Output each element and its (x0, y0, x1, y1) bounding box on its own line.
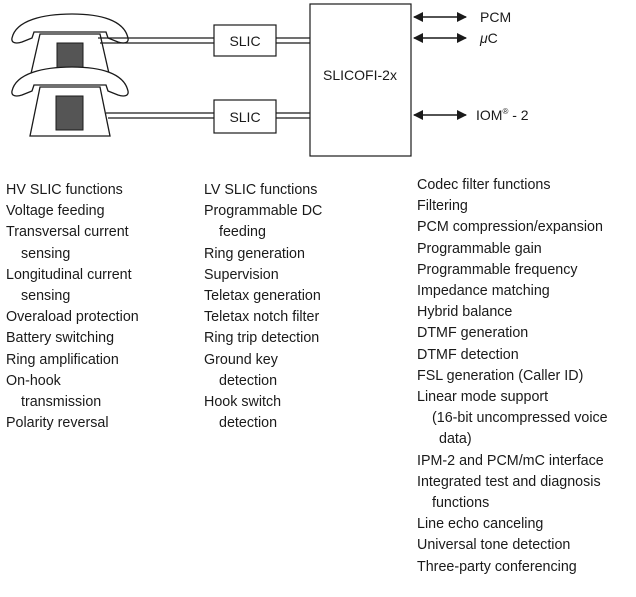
function-item: Universal tone detection (417, 537, 571, 554)
function-item: Impedance matching (417, 283, 550, 300)
function-item: Polarity reversal (6, 415, 109, 432)
function-item: FSL generation (Caller ID) (417, 367, 584, 384)
slic-box-bottom (213, 99, 277, 134)
function-item: Linear mode support (417, 389, 549, 406)
function-item: Longitudinal current (6, 266, 132, 283)
function-item: DTMF generation (417, 325, 529, 342)
function-item: Programmable DC (204, 203, 323, 220)
function-item: Teletax notch filter (204, 309, 320, 326)
function-item: Battery switching (6, 330, 115, 347)
function-item-continuation: (16-bit uncompressed voice (432, 410, 608, 427)
function-item: IPM-2 and PCM/mC interface (417, 452, 604, 469)
telephone-icon (11, 66, 129, 137)
slicofi-label: SLICOFI-2x (323, 67, 397, 83)
function-item: Ring amplification (6, 351, 119, 368)
function-item-continuation: feeding (219, 224, 266, 241)
function-item: Teletax generation (204, 288, 321, 305)
function-item-continuation: data) (439, 431, 472, 448)
iom-label: IOM® - 2 (476, 107, 529, 123)
function-item-continuation: functions (432, 495, 490, 512)
function-item: Transversal current (6, 224, 129, 241)
slic-box-top (213, 24, 277, 57)
function-item: Hybrid balance (417, 304, 513, 321)
codec-functions-title: Codec filter functions (417, 177, 551, 193)
uc-label: μC (479, 30, 498, 46)
function-item: Hook switch (204, 394, 282, 411)
lv-functions-title: LV SLIC functions (204, 182, 318, 198)
function-item: Ring generation (204, 245, 305, 262)
function-item: Voltage feeding (6, 203, 105, 220)
function-item: On-hook (6, 372, 61, 389)
function-item: Three-party conferencing (417, 558, 577, 575)
slic-bottom-label: SLIC (229, 109, 260, 125)
hv-functions-title: HV SLIC functions (6, 182, 123, 198)
slicofi-box (309, 3, 412, 157)
slic-top-label: SLIC (229, 33, 260, 49)
function-item-continuation: sensing (21, 245, 71, 262)
telephone-icon (11, 13, 129, 79)
function-item: Programmable frequency (417, 261, 578, 278)
function-item: Supervision (204, 266, 279, 283)
pcm-label: PCM (480, 9, 511, 25)
function-item-continuation: detection (219, 372, 278, 389)
function-item: Ground key (204, 351, 278, 368)
function-item: PCM compression/expansion (417, 219, 603, 236)
function-item: Programmable gain (417, 240, 542, 257)
function-item-continuation: sensing (21, 288, 71, 305)
function-item-continuation: detection (219, 415, 278, 432)
function-item-continuation: transmission (21, 394, 102, 411)
function-item: Overaload protection (6, 309, 139, 326)
function-item: Ring trip detection (204, 330, 320, 347)
function-item: Filtering (417, 198, 468, 215)
lv-slic-functions-column: LV SLIC functions Programmable DC feeding… (204, 180, 384, 434)
function-item: Line echo canceling (417, 516, 544, 533)
function-item: Integrated test and diagnosis (417, 473, 601, 490)
function-item: DTMF detection (417, 346, 519, 363)
block-diagram: SLIC SLIC SLICOFI-2x PCM μC IOM® - 2 (11, 3, 529, 157)
